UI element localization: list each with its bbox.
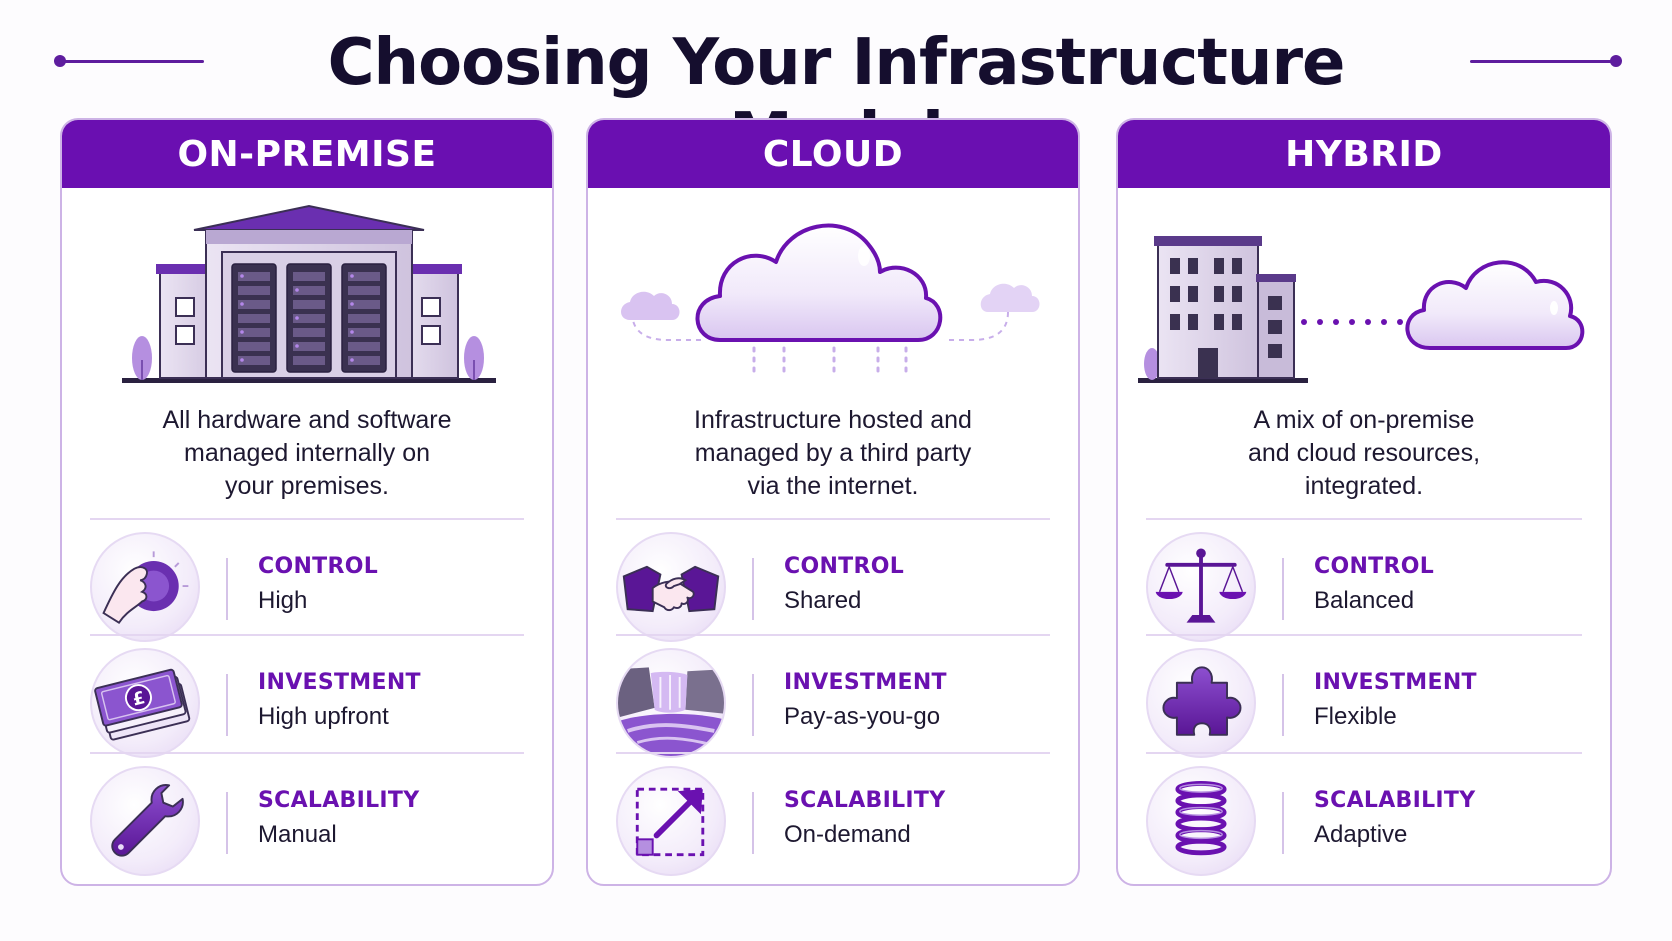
metric-label: SCALABILITY xyxy=(258,788,420,813)
svg-text:£: £ xyxy=(131,688,148,710)
metric-investment: £ INVESTMENT High upfront xyxy=(90,646,524,762)
metric-divider xyxy=(1282,792,1284,854)
metric-divider xyxy=(752,792,754,854)
card-cloud: CLOUD Infrastructure hosted and managed … xyxy=(586,118,1080,886)
metric-label: INVESTMENT xyxy=(784,670,947,695)
card-header: CLOUD xyxy=(588,120,1078,188)
metric-value: Adaptive xyxy=(1314,821,1408,848)
metric-scalability: SCALABILITY Adaptive xyxy=(1146,764,1582,880)
metric-divider xyxy=(226,792,228,854)
metric-value: Balanced xyxy=(1314,587,1415,614)
expand-arrow-icon xyxy=(616,766,726,876)
coil-spring-icon xyxy=(1146,766,1256,876)
metric-control: CONTROL Shared xyxy=(616,530,1050,646)
divider xyxy=(90,518,524,520)
title-rule-right-dot xyxy=(1610,55,1622,67)
metric-value: On-demand xyxy=(784,821,911,848)
metric-label: CONTROL xyxy=(258,554,379,579)
metric-scalability: SCALABILITY On-demand xyxy=(616,764,1050,880)
data-center-building-icon xyxy=(62,200,552,410)
divider xyxy=(90,752,524,754)
metric-divider xyxy=(226,558,228,620)
card-hybrid: HYBRID A mix of on-premise and cloud res… xyxy=(1116,118,1612,886)
building-linked-to-cloud-icon xyxy=(1118,200,1610,410)
pound-banknotes-icon: £ xyxy=(90,648,200,758)
metric-label: INVESTMENT xyxy=(258,670,421,695)
hand-turning-dial-icon xyxy=(90,532,200,642)
divider xyxy=(616,752,1050,754)
title-rule-left-dot xyxy=(54,55,66,67)
metric-label: SCALABILITY xyxy=(1314,788,1476,813)
metric-divider xyxy=(752,558,754,620)
metric-divider xyxy=(226,674,228,736)
metric-value: Shared xyxy=(784,587,862,614)
cloud-network-icon xyxy=(588,200,1078,410)
card-description: Infrastructure hosted and managed by a t… xyxy=(694,406,972,500)
waterfall-stream-icon xyxy=(616,648,726,758)
metric-scalability: SCALABILITY Manual xyxy=(90,764,524,880)
title-rule-left xyxy=(58,60,204,63)
divider xyxy=(616,634,1050,636)
title-rule-right xyxy=(1470,60,1616,63)
divider xyxy=(90,634,524,636)
puzzle-piece-icon xyxy=(1146,648,1256,758)
metric-label: SCALABILITY xyxy=(784,788,946,813)
card-on-premise: ON-PREMISE xyxy=(60,118,554,886)
metric-value: High xyxy=(258,587,308,614)
wrench-icon xyxy=(90,766,200,876)
card-description: A mix of on-premise and cloud resources,… xyxy=(1247,406,1481,500)
metric-investment: INVESTMENT Pay-as-you-go xyxy=(616,646,1050,762)
metric-value: High upfront xyxy=(258,703,389,730)
divider xyxy=(1146,634,1582,636)
metric-label: CONTROL xyxy=(784,554,905,579)
card-header: HYBRID xyxy=(1118,120,1610,188)
card-description: All hardware and software managed intern… xyxy=(162,406,452,500)
title-row: Choosing Your Infrastructure Model xyxy=(0,22,1672,174)
balance-scale-icon xyxy=(1146,532,1256,642)
metric-control: CONTROL Balanced xyxy=(1146,530,1582,646)
metric-label: INVESTMENT xyxy=(1314,670,1477,695)
metric-divider xyxy=(1282,558,1284,620)
card-header: ON-PREMISE xyxy=(62,120,552,188)
metric-value: Flexible xyxy=(1314,703,1397,730)
handshake-icon xyxy=(616,532,726,642)
metric-divider xyxy=(1282,674,1284,736)
metric-investment: INVESTMENT Flexible xyxy=(1146,646,1582,762)
metric-divider xyxy=(752,674,754,736)
metric-value: Pay-as-you-go xyxy=(784,703,941,730)
divider xyxy=(1146,518,1582,520)
divider xyxy=(1146,752,1582,754)
metric-label: CONTROL xyxy=(1314,554,1435,579)
metric-control: CONTROL High xyxy=(90,530,524,646)
metric-value: Manual xyxy=(258,821,337,848)
divider xyxy=(616,518,1050,520)
